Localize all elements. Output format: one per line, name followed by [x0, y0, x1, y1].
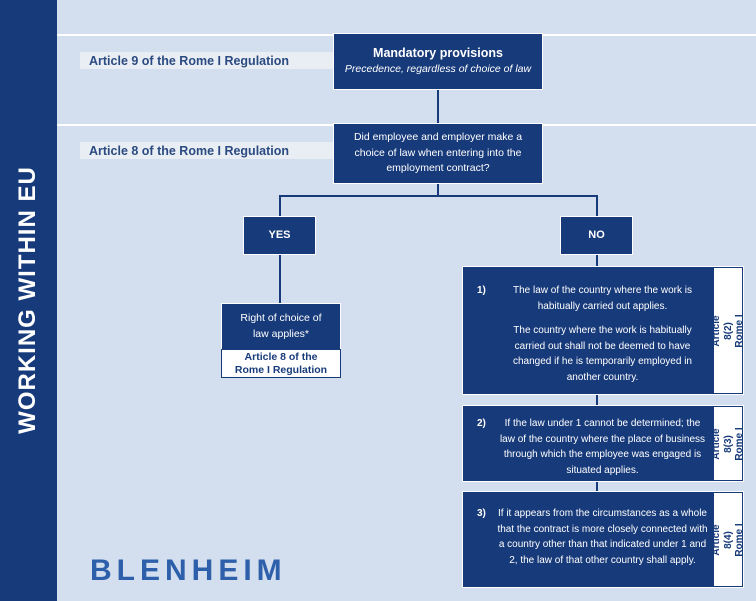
question-text: Did employee and employer make a choice … — [353, 130, 523, 175]
connector-line — [596, 195, 598, 217]
step-article-label: Article 8(2) Rome I — [710, 313, 745, 348]
mandatory-provisions-box: Mandatory provisions Precedence, regardl… — [333, 33, 543, 90]
step-article-tag: Article 8(2) Rome I — [710, 267, 745, 394]
step-number: 2) — [477, 418, 486, 429]
step-article-tag: Article 8(4) Rome I — [710, 492, 745, 587]
step-number: 3) — [477, 508, 486, 519]
article-9-band: Article 9 of the Rome I Regulation — [80, 52, 333, 69]
connector-line — [437, 184, 439, 196]
no-label: NO — [588, 229, 605, 242]
connector-line — [596, 481, 598, 492]
step-paragraph: If the law under 1 cannot be determined;… — [499, 418, 706, 476]
step-2-box: 2) If the law under 1 cannot be determin… — [462, 405, 745, 482]
step-paragraph: If it appears from the circumstances as … — [497, 508, 708, 566]
step-article-label: Article 8(3) Rome I — [710, 426, 745, 461]
mandatory-title: Mandatory provisions — [373, 45, 503, 60]
right-of-choice-article: Article 8 of the Rome I Regulation — [221, 349, 341, 378]
step-body: If it appears from the circumstances as … — [497, 506, 708, 568]
connector-line — [596, 395, 598, 406]
connector-line — [279, 195, 281, 217]
yes-label: YES — [268, 229, 291, 242]
right-of-choice-text: Right of choice of law applies* — [240, 311, 322, 340]
step-paragraph: The country where the work is habitually… — [513, 325, 692, 383]
blenheim-logo: BLENHEIM — [90, 554, 287, 587]
step-article-tag: Article 8(3) Rome I — [710, 406, 745, 481]
step-3-box: 3) If it appears from the circumstances … — [462, 491, 745, 588]
connector-line — [596, 255, 598, 267]
mandatory-subtitle: Precedence, regardless of choice of law — [344, 63, 532, 76]
no-box: NO — [560, 216, 633, 255]
step-number: 1) — [477, 285, 486, 296]
connector-line — [279, 195, 598, 197]
choice-of-law-question-box: Did employee and employer make a choice … — [333, 123, 543, 184]
right-of-choice-box: Right of choice of law applies* — [221, 303, 341, 350]
connector-line — [437, 90, 439, 124]
step-body: If the law under 1 cannot be determined;… — [497, 416, 708, 478]
sidebar-title: WORKING WITHIN EU — [14, 166, 41, 434]
sidebar: WORKING WITHIN EU — [0, 0, 57, 601]
yes-box: YES — [243, 216, 316, 255]
connector-line — [279, 255, 281, 304]
step-1-box: 1) The law of the country where the work… — [462, 266, 745, 395]
article-8-band: Article 8 of the Rome I Regulation — [80, 142, 333, 159]
step-body: The law of the country where the work is… — [497, 283, 708, 385]
step-paragraph: The law of the country where the work is… — [513, 285, 692, 312]
step-article-label: Article 8(4) Rome I — [710, 522, 745, 557]
